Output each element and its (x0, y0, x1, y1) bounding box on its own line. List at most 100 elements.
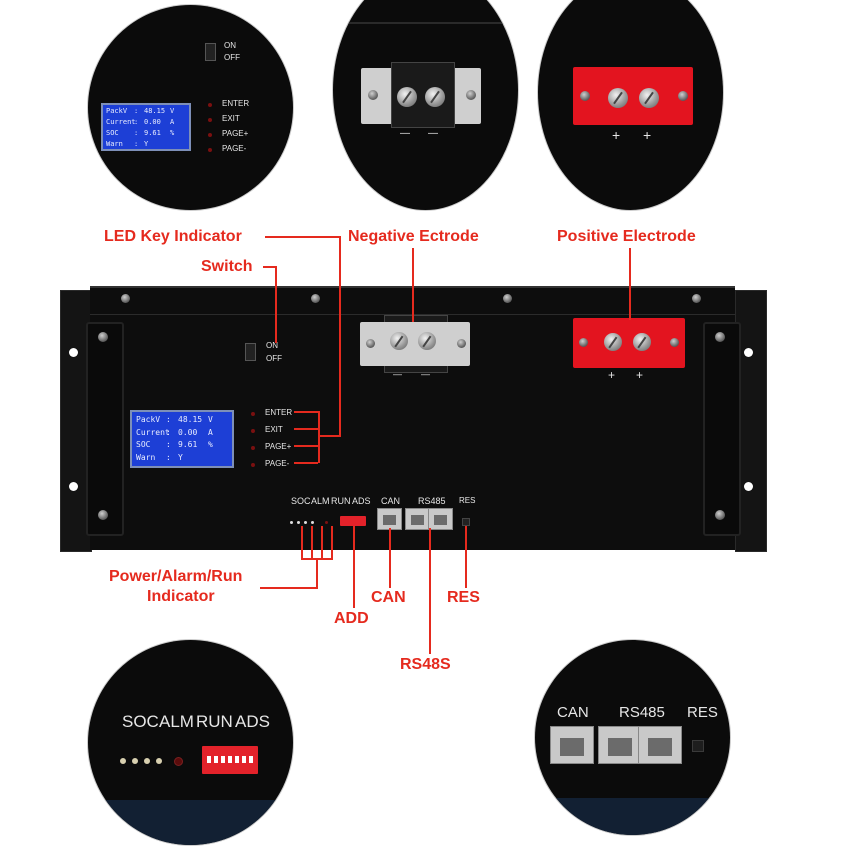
alm-led (304, 521, 307, 524)
leader-line (389, 528, 391, 588)
page-up-key-label[interactable]: PAGE+ (265, 442, 292, 451)
can-port-label: CAN (381, 496, 401, 506)
led-key-indicator-label: LED Key Indicator (104, 228, 242, 245)
mount-screw-left (366, 339, 375, 348)
enter-key-label[interactable]: ENTER (265, 408, 293, 417)
leader-line (429, 528, 431, 654)
enter-led (208, 103, 212, 107)
handle-right[interactable] (703, 322, 741, 536)
handle-screw (715, 510, 725, 520)
positive-sign-1: + (608, 368, 616, 382)
rs485-port-2[interactable] (638, 726, 682, 764)
positive-sign-2: + (636, 368, 644, 382)
can-port[interactable] (550, 726, 594, 764)
handle-screw (98, 510, 108, 520)
page-down-key-label[interactable]: PAGE- (222, 144, 247, 153)
can-port[interactable] (377, 508, 402, 530)
rs485-port-1[interactable] (598, 726, 642, 764)
ads-label: ADS (352, 496, 371, 506)
handle-screw (98, 332, 108, 342)
address-dip-switch[interactable] (340, 516, 366, 526)
handle-screw (715, 332, 725, 342)
leader-line (265, 236, 341, 238)
positive-sign-1: + (612, 127, 621, 143)
exit-led (208, 118, 212, 122)
rs485-annotation-label: RS48S (400, 656, 451, 673)
mount-screw-left (580, 91, 590, 101)
leader-line (294, 462, 318, 464)
leader-line (629, 248, 631, 320)
leader-line (353, 526, 355, 608)
res-annotation-label: RES (447, 589, 480, 606)
negative-terminal-block (360, 322, 470, 366)
lcd-row-soc: SOC:9.61% (106, 129, 175, 137)
power-switch[interactable] (245, 343, 256, 361)
run-label: RUN (331, 496, 351, 506)
add-annotation-label: ADD (334, 610, 369, 627)
reset-button[interactable] (692, 740, 704, 752)
leader-line (331, 526, 333, 560)
exit-key-label[interactable]: EXIT (265, 425, 283, 434)
rs485-port-2[interactable] (428, 508, 453, 530)
rs485-port-1[interactable] (405, 508, 430, 530)
can-annotation-label: CAN (371, 589, 406, 606)
positive-sign-2: + (643, 127, 652, 143)
negative-bolt-2 (425, 87, 445, 107)
rack-hole (744, 348, 753, 357)
page-up-key-label[interactable]: PAGE+ (222, 129, 249, 138)
negative-bolt-1 (397, 87, 417, 107)
mount-screw-right (466, 90, 476, 100)
panel-screw (121, 294, 130, 303)
leader-line (316, 558, 318, 589)
leader-line (465, 526, 467, 588)
rs485-port-label: RS485 (418, 496, 446, 506)
leader-line (294, 428, 318, 430)
alm-label: ALM (311, 496, 330, 506)
leader-line (275, 266, 277, 343)
leader-line (294, 445, 318, 447)
leader-line (301, 526, 303, 560)
positive-terminal-block (573, 67, 693, 125)
leader-line (311, 526, 313, 560)
exit-led (251, 429, 255, 433)
indicator-label: Indicator (147, 588, 215, 605)
soc-label: SOC (291, 496, 311, 506)
res-label: RES (687, 704, 718, 721)
rs485-port-label: RS485 (619, 704, 665, 721)
panel-edge (333, 22, 518, 24)
can-port-label: CAN (557, 704, 589, 721)
leader-line (263, 266, 277, 268)
reset-button[interactable] (462, 518, 470, 526)
soc-led (120, 758, 126, 764)
leader-line (321, 526, 323, 560)
positive-bolt-2 (633, 333, 651, 351)
mount-screw-right (457, 339, 466, 348)
exit-key-label[interactable]: EXIT (222, 114, 240, 123)
mount-screw-left (368, 90, 378, 100)
leader-line (412, 248, 414, 322)
negative-bolt-1 (390, 332, 408, 350)
mount-screw-right (670, 338, 679, 347)
enter-key-label[interactable]: ENTER (222, 99, 250, 108)
zoom-circle-ports: CAN RS485 RES (535, 640, 730, 835)
reset-dot (174, 757, 183, 766)
lcd-row-soc: SOC:9.61% (136, 440, 213, 449)
enter-led (251, 412, 255, 416)
rack-hole (69, 482, 78, 491)
page-down-key-label[interactable]: PAGE- (265, 459, 290, 468)
rack-hole (744, 482, 753, 491)
zoom-circle-positive: + + (538, 0, 723, 210)
run-led (311, 521, 314, 524)
handle-left[interactable] (86, 322, 124, 536)
soc-label: SOC (122, 712, 159, 731)
panel-screw (503, 294, 512, 303)
leader-line (318, 411, 320, 463)
power-alarm-run-label: Power/Alarm/Run (109, 568, 243, 585)
address-dip-switch[interactable] (202, 746, 258, 774)
leader-line (318, 435, 341, 437)
power-switch[interactable] (205, 43, 216, 61)
page-down-led (208, 148, 212, 152)
